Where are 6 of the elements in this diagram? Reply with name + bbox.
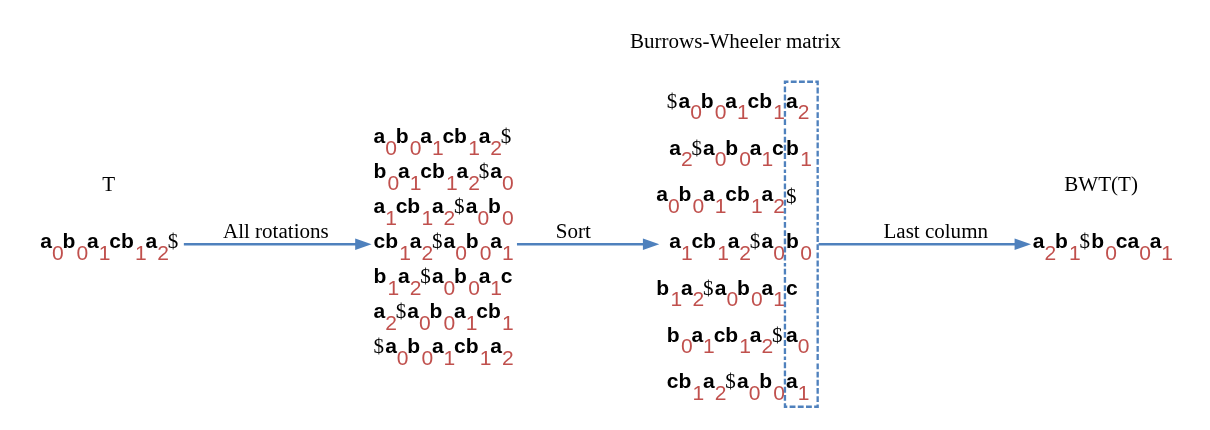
node-label: Burrows-Wheeler matrix <box>629 29 841 54</box>
edge-label: Last column <box>882 218 988 243</box>
node-label: BWT(T) <box>1063 171 1138 196</box>
edge-label: Sort <box>555 218 591 243</box>
edge-label: All rotations <box>222 218 329 243</box>
node-label: T <box>101 171 115 196</box>
